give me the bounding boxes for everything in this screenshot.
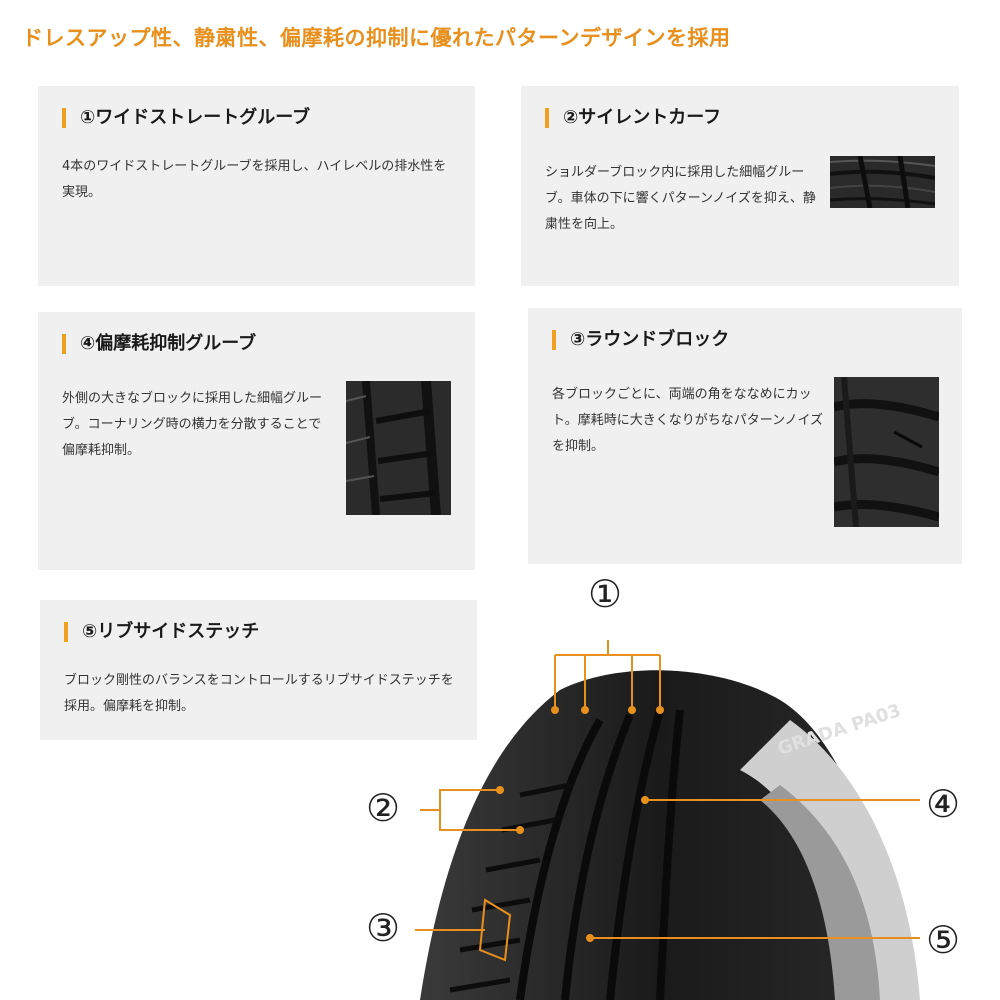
marker-3: ③ bbox=[366, 906, 401, 950]
card-title: ③ラウンドブロック bbox=[552, 330, 729, 350]
card-round-block: ③ラウンドブロック 各ブロックごとに、両端の角をななめにカット。摩耗時に大きくな… bbox=[528, 308, 962, 564]
page-headline: ドレスアップ性、静粛性、偏摩耗の抑制に優れたパターンデザインを採用 bbox=[22, 26, 731, 50]
wear-groove-photo bbox=[346, 381, 451, 515]
marker-1: ① bbox=[588, 572, 623, 616]
tire-diagram: GRADA PA03 ① ② ③ ④ ⑤ bbox=[360, 570, 1000, 1000]
card-body: ショルダーブロック内に採用した細幅グルーブ。車体の下に響くパターンノイズを抑え、… bbox=[545, 165, 816, 232]
card-wear-suppression-groove: ④偏摩耗抑制グルーブ 外側の大きなブロックに採用した細幅グルーブ。コーナリング時… bbox=[38, 312, 475, 570]
card-title: ①ワイドストレートグルーブ bbox=[62, 108, 310, 128]
card-title: ⑤リブサイドステッチ bbox=[64, 622, 259, 642]
tire-illustration: GRADA PA03 bbox=[415, 640, 920, 1000]
card-title: ②サイレントカーフ bbox=[545, 108, 721, 128]
silent-kerf-photo bbox=[830, 156, 935, 208]
card-rib-side-stitch: ⑤リブサイドステッチ ブロック剛性のバランスをコントロールするリブサイドステッチ… bbox=[40, 600, 477, 740]
card-body: 外側の大きなブロックに採用した細幅グルーブ。コーナリング時の横力を分散することで… bbox=[62, 391, 323, 458]
marker-2: ② bbox=[366, 786, 401, 830]
card-body: 各ブロックごとに、両端の角をななめにカット。摩耗時に大きくなりがちなパターンノイ… bbox=[552, 387, 824, 454]
card-body: 4本のワイドストレートグルーブを採用し、ハイレベルの排水性を実現。 bbox=[62, 159, 447, 200]
card-title: ④偏摩耗抑制グルーブ bbox=[62, 334, 256, 354]
marker-4: ④ bbox=[926, 782, 961, 826]
card-body: ブロック剛性のバランスをコントロールするリブサイドステッチを採用。偏摩耗を抑制。 bbox=[64, 673, 454, 714]
card-silent-kerf: ②サイレントカーフ ショルダーブロック内に採用した細幅グルーブ。車体の下に響くパ… bbox=[521, 86, 959, 286]
round-block-photo bbox=[834, 377, 939, 527]
card-wide-straight-groove: ①ワイドストレートグルーブ 4本のワイドストレートグルーブを採用し、ハイレベルの… bbox=[38, 86, 475, 286]
marker-5: ⑤ bbox=[926, 918, 961, 962]
